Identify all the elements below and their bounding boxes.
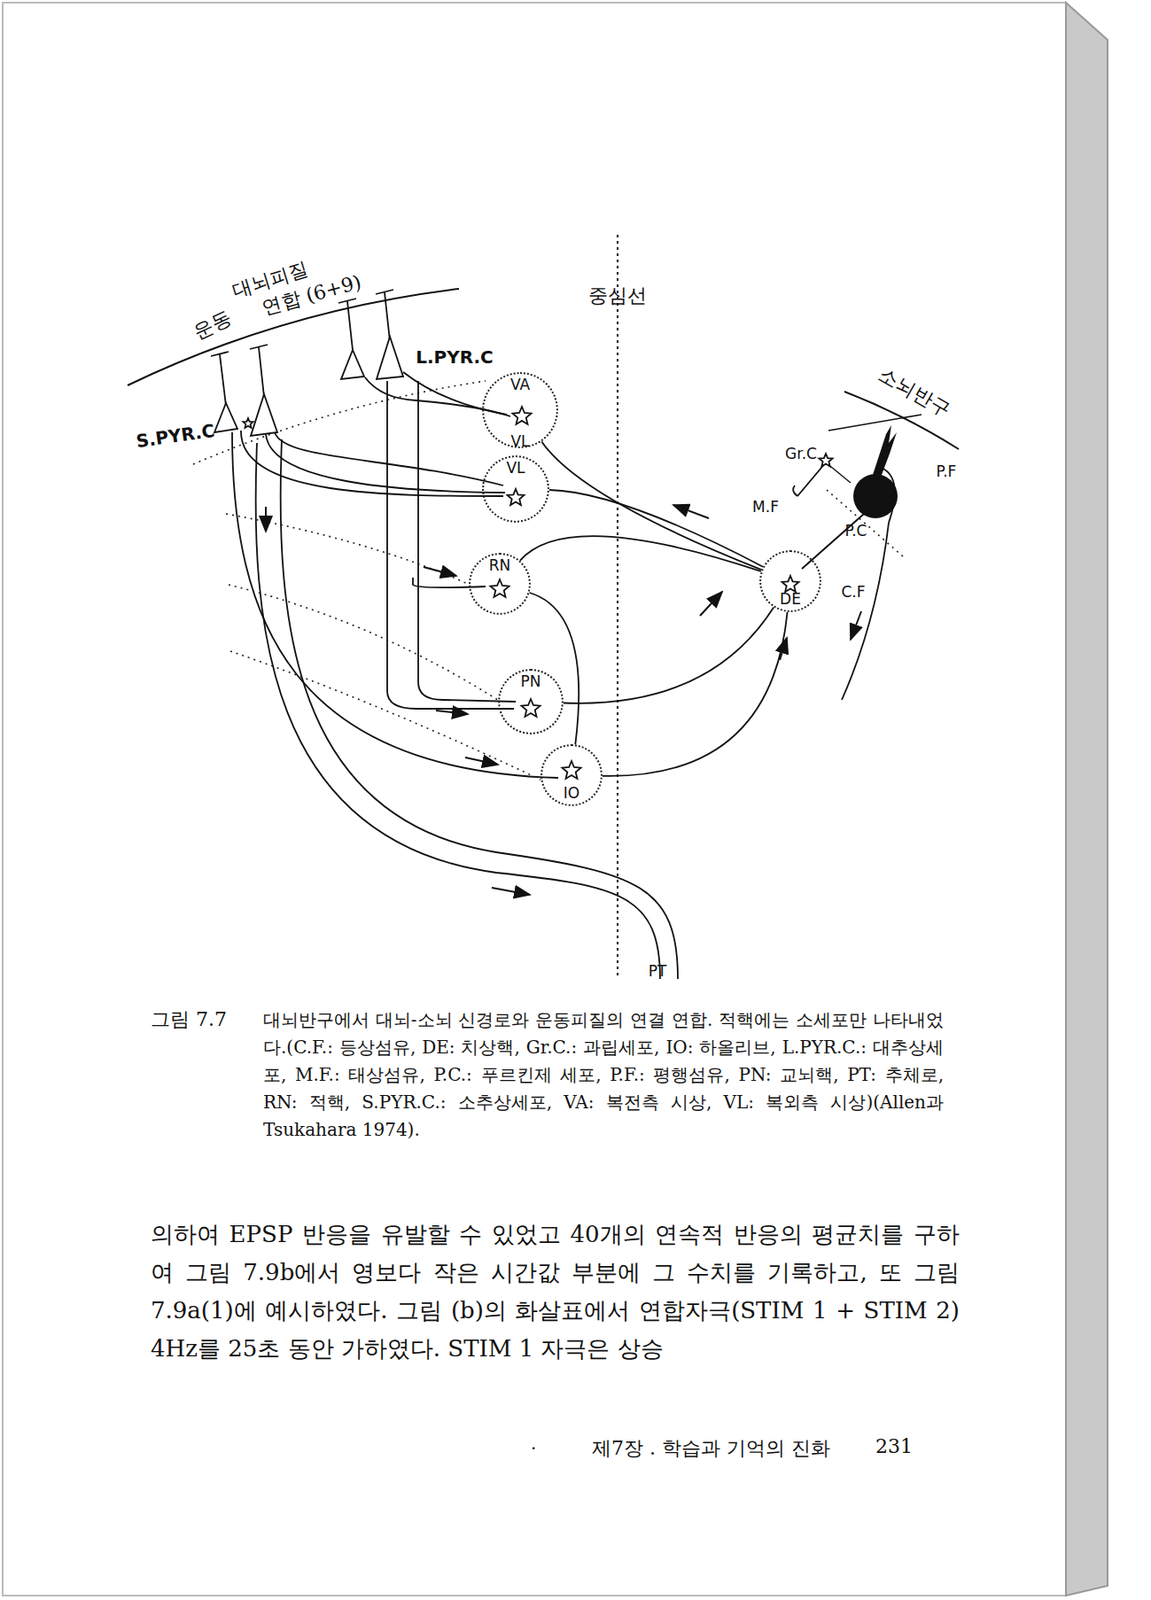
nucleus-label: VA <box>483 376 557 394</box>
part-label: P.F <box>936 462 957 481</box>
nucleus-label: RN <box>470 557 529 575</box>
neuron-soma <box>242 418 253 428</box>
part-label: M.F <box>752 497 779 516</box>
nucleus-circle: DE <box>759 550 822 613</box>
neuron-soma <box>782 575 800 592</box>
nucleus-label: DE <box>761 591 820 608</box>
nucleus-label: PN <box>499 673 562 691</box>
nucleus-circle: VL <box>482 455 550 523</box>
nucleus-circle: IO <box>540 744 603 807</box>
page-footer: 231 <box>875 1435 913 1458</box>
part-label: PT <box>648 962 668 980</box>
part-label: C.F <box>840 583 865 601</box>
part-label: 그림 7.7 <box>150 1006 227 1034</box>
part-label: P.C <box>845 521 868 540</box>
fiber-connector <box>541 441 762 570</box>
fiber-connector <box>520 536 762 572</box>
part-label: Gr.C <box>785 444 817 463</box>
neuron-soma <box>490 579 510 598</box>
neuron-soma <box>818 453 833 467</box>
fiber-connector <box>549 489 763 568</box>
part-label: 중심선 <box>588 282 647 310</box>
page-footer: 제7장 . 학습과 기억의 진화 <box>591 1435 831 1463</box>
part-label: VL <box>510 432 529 451</box>
nucleus-label: IO <box>542 785 601 802</box>
nucleus-circle: RN <box>468 552 531 615</box>
figure-caption: 대뇌반구에서 대뇌-소뇌 신경로와 운동피질의 연결 연합. 적핵에는 소세포만… <box>263 1006 944 1144</box>
body-text: 의하여 EPSP 반응을 유발할 수 있었고 40개의 연속적 반응의 평균치를… <box>150 1215 960 1369</box>
part-label: L.PYR.C <box>415 346 494 368</box>
fiber-connector <box>602 612 788 777</box>
nucleus-circle: PN <box>497 668 564 735</box>
neuron-soma <box>513 406 532 425</box>
neuron-soma <box>521 699 541 717</box>
page-footer: · <box>530 1438 537 1460</box>
neuron-soma <box>507 489 525 506</box>
neuron-soma <box>562 761 582 779</box>
nucleus-label: VL <box>483 459 548 477</box>
fiber-connector <box>563 607 774 704</box>
